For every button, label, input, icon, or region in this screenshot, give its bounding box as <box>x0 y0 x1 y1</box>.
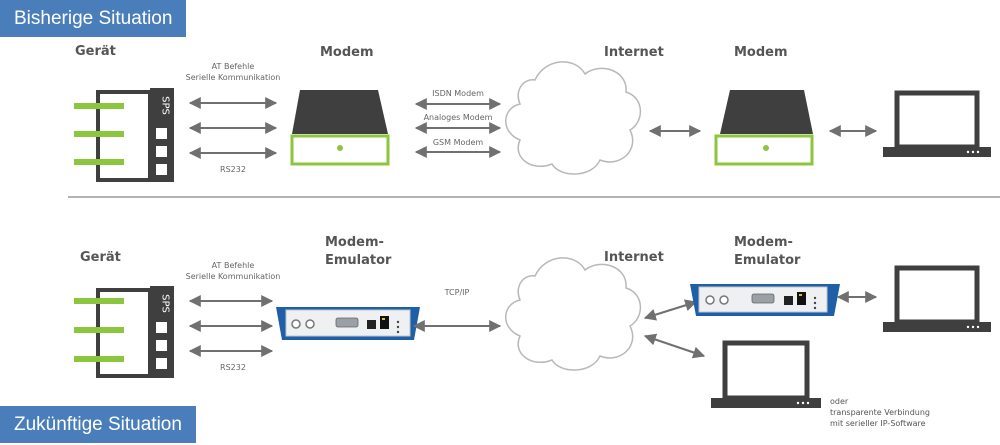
internet-cloud-icon <box>505 61 642 175</box>
modem-icon <box>290 90 390 166</box>
internet-title: Internet <box>604 45 664 60</box>
link-gsm-label: GSM Modem <box>432 138 484 147</box>
modem-emulator-device-icon <box>276 307 420 340</box>
modem-emulator-device-icon <box>690 284 840 316</box>
laptop-icon <box>883 90 991 157</box>
modem-title-left: Modem <box>320 45 374 60</box>
alternative-note-line1: oder <box>830 397 849 406</box>
commands-label-line2: Serielle Kommunikation <box>185 272 281 281</box>
link-tcpip-label: TCP/IP <box>444 288 470 297</box>
emulator-title-right-line2: Emulator <box>734 253 801 268</box>
alternative-note-line3: mit serieller IP-Software <box>830 419 926 428</box>
plc-label: SPS <box>159 294 171 313</box>
serial-label: RS232 <box>220 165 246 174</box>
modem-title-right: Modem <box>734 45 788 60</box>
laptop-icon <box>883 265 991 332</box>
plc-label: SPS <box>159 96 171 115</box>
internet-laptop-arrow <box>643 333 706 359</box>
link-analog-label: Analoges Modem <box>423 113 493 122</box>
internet-title: Internet <box>604 250 664 265</box>
plc-device-icon <box>74 286 174 378</box>
commands-label-line1: AT Befehle <box>211 261 255 270</box>
emulator-title-left-line2: Emulator <box>325 253 392 268</box>
device-label: Gerät <box>80 250 121 265</box>
section-tab-future: Zukünftige Situation <box>0 406 196 443</box>
section-tab-current: Bisherige Situation <box>0 0 187 37</box>
plc-device-icon <box>74 88 174 182</box>
link-isdn-label: ISDN Modem <box>432 89 484 98</box>
internet-emulator-arrow <box>643 299 698 321</box>
alternative-note-line2: transparente Verbindung <box>830 408 930 417</box>
device-label: Gerät <box>75 44 116 59</box>
emulator-title-right-line1: Modem- <box>734 235 793 250</box>
laptop-icon <box>711 340 821 408</box>
commands-label-line1: AT Befehle <box>211 62 255 71</box>
modem-icon <box>714 90 814 166</box>
commands-label-line2: Serielle Kommunikation <box>185 73 281 82</box>
internet-cloud-icon <box>505 257 642 371</box>
serial-label: RS232 <box>220 363 246 372</box>
emulator-title-left-line1: Modem- <box>325 235 384 250</box>
